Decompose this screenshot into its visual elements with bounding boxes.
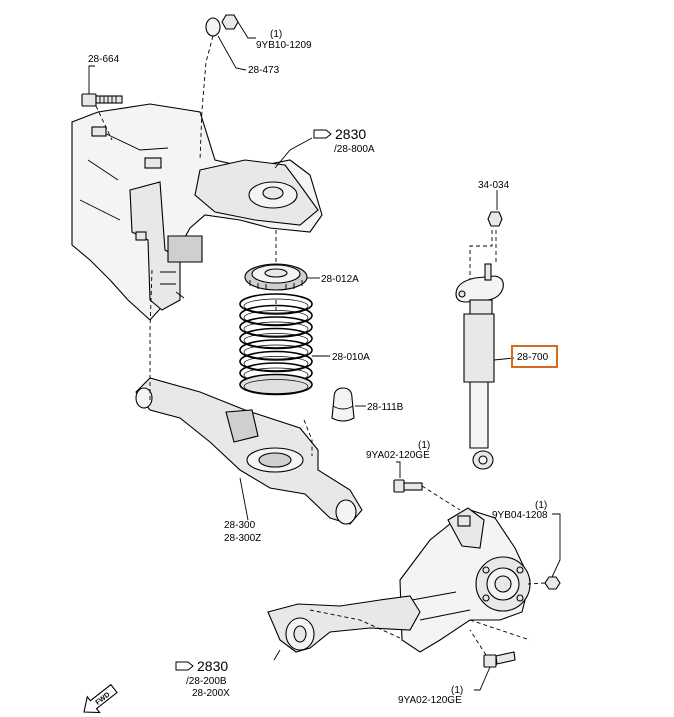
coil-spring-label: 28-010A bbox=[332, 352, 370, 363]
mid-bolt-number: (1) bbox=[418, 440, 430, 451]
shock-absorber bbox=[455, 190, 558, 470]
spring-coil-inner bbox=[243, 298, 309, 314]
ref-crossmember-sub: /28-800A bbox=[334, 144, 375, 155]
bump-stop bbox=[331, 387, 366, 422]
nut-top-number: (1) bbox=[270, 29, 282, 40]
left-bolt bbox=[81, 65, 123, 141]
spring-coil-inner bbox=[243, 344, 309, 360]
highlight-box bbox=[511, 345, 558, 368]
lower-arm-label-a: 28-300 bbox=[224, 520, 256, 531]
spring-coil-inner bbox=[243, 379, 309, 394]
spring-coil bbox=[239, 304, 313, 327]
spring-coil bbox=[239, 339, 313, 361]
ref-trailing: 2830 /28-200B 28-200X bbox=[175, 658, 230, 699]
reference-pointer-icon bbox=[313, 129, 332, 139]
spring-coil bbox=[239, 316, 313, 338]
spring-coil bbox=[239, 327, 313, 350]
bottom-bolt-code: 9YA02-120GE bbox=[398, 695, 462, 706]
spring-coil-inner bbox=[243, 321, 309, 337]
shock-absorber-label: 28-700 bbox=[517, 352, 549, 363]
washer-label: 28-473 bbox=[248, 65, 280, 76]
right-nut-code: 9YB04-1208 bbox=[492, 510, 548, 521]
ref-crossmember: 2830 /28-800A bbox=[274, 126, 375, 169]
right-nut-icon bbox=[544, 576, 561, 590]
forward-arrow-icon: FWD bbox=[83, 683, 118, 714]
reference-pointer-icon bbox=[175, 661, 194, 671]
bottom-bolt-number: (1) bbox=[451, 685, 463, 696]
ref-crossmember-number: 2830 bbox=[335, 126, 366, 142]
spring-coil-inner bbox=[243, 356, 309, 371]
top-nut-icon bbox=[221, 14, 239, 30]
spring-seat-label: 28-012A bbox=[321, 274, 359, 285]
shock-nut-label: 34-034 bbox=[478, 180, 510, 191]
mid-bolt-code: 9YA02-120GE bbox=[366, 450, 430, 461]
washer-icon bbox=[205, 17, 221, 37]
ref-trailing-sub-a: /28-200B bbox=[186, 676, 227, 687]
knuckle bbox=[399, 507, 531, 653]
lower-arm-label-b: 28-300Z bbox=[224, 533, 261, 544]
spring-coil bbox=[239, 373, 313, 396]
spring-coil bbox=[239, 350, 313, 373]
right-nut bbox=[527, 513, 561, 590]
right-nut-number: (1) bbox=[535, 500, 547, 511]
lower-arm bbox=[135, 377, 363, 525]
shock-nut-icon bbox=[487, 211, 503, 227]
bottom-bolt bbox=[469, 629, 516, 691]
nut-top-code: 9YB10-1209 bbox=[256, 40, 312, 51]
mid-bolt bbox=[393, 461, 461, 511]
coil-spring bbox=[239, 293, 330, 396]
spring-coil bbox=[239, 293, 313, 315]
bump-stop-label: 28-111B bbox=[367, 402, 404, 413]
spring-coil-inner bbox=[243, 310, 309, 325]
crossmember bbox=[71, 103, 323, 321]
left-bolt-label: 28-664 bbox=[88, 54, 120, 65]
spring-coil-inner bbox=[243, 333, 309, 348]
trailing-arm bbox=[267, 595, 531, 661]
ref-trailing-sub-b: 28-200X bbox=[192, 688, 230, 699]
top-fastener-group bbox=[199, 14, 256, 161]
ref-trailing-number: 2830 bbox=[197, 658, 228, 674]
upper-spring-seat bbox=[244, 263, 320, 291]
